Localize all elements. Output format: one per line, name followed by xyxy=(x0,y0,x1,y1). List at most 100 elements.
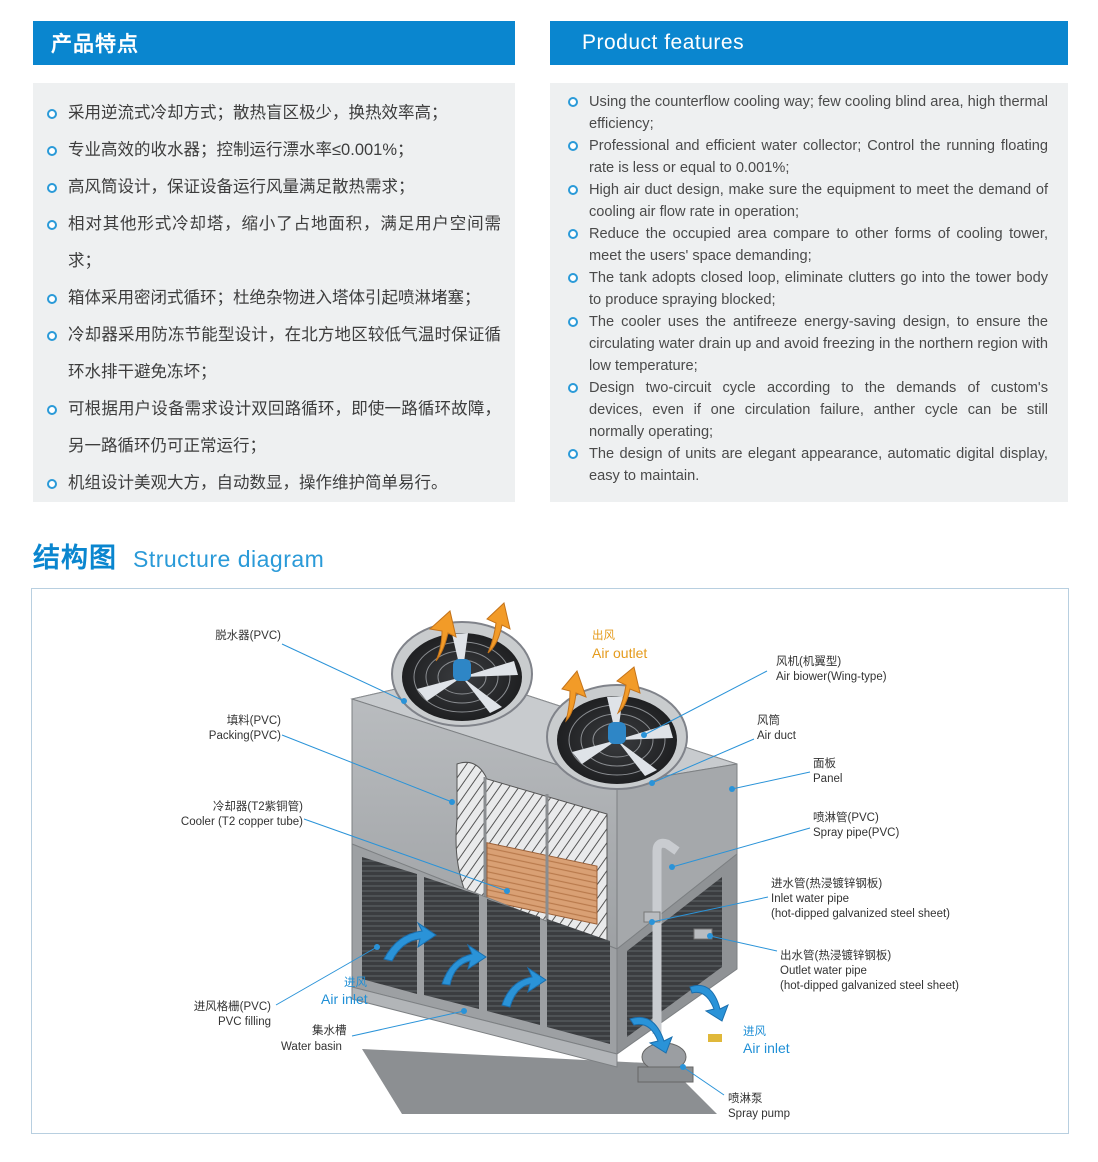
label-spray-en: Spray pipe(PVC) xyxy=(813,827,899,839)
spray-pipe-elbow xyxy=(652,838,680,855)
feature-text: The tank adopts closed loop, eliminate c… xyxy=(589,270,1048,308)
features-cn-header: 产品特点 xyxy=(33,21,515,65)
label-cooler-en: Cooler (T2 copper tube) xyxy=(181,816,303,828)
feature-text: 高风筒设计，保证设备运行风量满足散热需求； xyxy=(68,178,415,196)
feature-text: Using the counterflow cooling way; few c… xyxy=(589,94,1048,132)
bullet-icon xyxy=(47,183,57,193)
label-outlet-pipe-cn: 出水管(热浸镀锌钢板) xyxy=(780,948,891,962)
label-air-inlet2-en: Air inlet xyxy=(743,1040,790,1056)
air-inlet-arrow xyxy=(383,921,437,962)
label-grille-cn: 进风格栅(PVC) xyxy=(194,999,271,1013)
air-outlet-arrow xyxy=(428,610,457,662)
feature-item: 冷却器采用防冻节能型设计，在北方地区较低气温时保证循环水排干避免冻坏； xyxy=(45,317,501,391)
label-air-inlet-cn: 进风 xyxy=(344,976,367,989)
feature-text: The cooler uses the antifreeze energy-sa… xyxy=(589,314,1048,374)
bullet-icon xyxy=(568,449,578,459)
fan-blade xyxy=(417,677,462,701)
fan-blade xyxy=(607,696,623,740)
bullet-icon xyxy=(568,317,578,327)
label-pump-cn: 喷淋泵 xyxy=(728,1092,763,1105)
label-packing-cn: 填料(PVC) xyxy=(227,713,281,727)
air-inlet-arrow xyxy=(501,966,547,1008)
fan-blade xyxy=(462,661,518,677)
air-outlet-arrow xyxy=(561,669,587,723)
feature-item: 采用逆流式冷却方式；散热盲区极少，换热效率高； xyxy=(45,95,501,132)
feature-text: The design of units are elegant appearan… xyxy=(589,446,1048,484)
features-en-panel: Using the counterflow cooling way; few c… xyxy=(550,83,1068,502)
feature-text: 机组设计美观大方，自动数显，操作维护简单易行。 xyxy=(68,474,448,492)
label-panel-cn: 面板 xyxy=(813,756,836,770)
feature-item: 可根据用户设备需求设计双回路循环，即使一路循环故障，另一路循环仍可正常运行； xyxy=(45,391,501,465)
label-outlet-pipe-en: Outlet water pipe xyxy=(780,965,867,977)
base-shadow xyxy=(362,1049,717,1114)
label-air-outlet-cn: 出风 xyxy=(592,628,615,642)
feature-item: The tank adopts closed loop, eliminate c… xyxy=(566,267,1048,311)
feature-text: Reduce the occupied area compare to othe… xyxy=(589,226,1048,264)
feature-text: Design two-circuit cycle according to th… xyxy=(589,380,1048,440)
label-basin-en: Water basin xyxy=(281,1041,342,1053)
feature-text: 可根据用户设备需求设计双回路循环，即使一路循环故障，另一路循环仍可正常运行； xyxy=(68,400,501,455)
label-duct-en: Air duct xyxy=(757,730,797,742)
bullet-icon xyxy=(47,146,57,156)
fan-blade xyxy=(572,740,617,764)
label-inlet-pipe-cn: 进水管(热浸镀锌钢板) xyxy=(771,876,882,890)
label-panel-en: Panel xyxy=(813,773,842,785)
fan-blade xyxy=(462,677,502,713)
bullet-icon xyxy=(47,294,57,304)
fan-motor xyxy=(608,722,626,744)
feature-text: Professional and efficient water collect… xyxy=(589,138,1048,176)
bullet-icon xyxy=(47,109,57,119)
label-air-inlet2-cn: 进风 xyxy=(743,1025,766,1038)
features-cn-title: 产品特点 xyxy=(51,33,139,56)
bullet-icon xyxy=(47,331,57,341)
bullet-icon xyxy=(568,273,578,283)
label-outlet-pipe-note: (hot-dipped galvanized steel sheet) xyxy=(780,980,959,992)
feature-item: The cooler uses the antifreeze energy-sa… xyxy=(566,311,1048,377)
structure-title-cn: 结构图 xyxy=(33,543,117,573)
feature-item: High air duct design, make sure the equi… xyxy=(566,179,1048,223)
feature-text: 相对其他形式冷却塔，缩小了占地面积，满足用户空间需求； xyxy=(68,215,501,270)
feature-item: 专业高效的收水器；控制运行漂水率≤0.001%； xyxy=(45,132,501,169)
bullet-icon xyxy=(568,141,578,151)
feature-item: The design of units are elegant appearan… xyxy=(566,443,1048,487)
bullet-icon xyxy=(47,220,57,230)
structure-diagram-frame: 脱水器(PVC) 填料(PVC) Packing(PVC) 冷却器(T2紫铜管)… xyxy=(31,588,1069,1134)
intake-grille xyxy=(424,877,479,1009)
structure-heading: 结构图 Structure diagram xyxy=(33,536,324,575)
air-inlet-arrow xyxy=(629,1016,673,1054)
air-inlet-arrow xyxy=(441,943,487,986)
cooling-tower-diagram: 脱水器(PVC) 填料(PVC) Packing(PVC) 冷却器(T2紫铜管)… xyxy=(181,602,959,1120)
feature-item: Using the counterflow cooling way; few c… xyxy=(566,91,1048,135)
features-cn-list: 采用逆流式冷却方式；散热盲区极少，换热效率高； 专业高效的收水器；控制运行漂水率≤… xyxy=(45,95,501,502)
feature-text: 采用逆流式冷却方式；散热盲区极少，换热效率高； xyxy=(68,104,448,122)
feature-item: 机组设计美观大方，自动数显，操作维护简单易行。 xyxy=(45,465,501,502)
label-duct-cn: 风筒 xyxy=(757,713,780,727)
features-en-title: Product features xyxy=(582,31,745,54)
feature-item: 相对其他形式冷却塔，缩小了占地面积，满足用户空间需求； xyxy=(45,206,501,280)
label-pump-en: Spray pump xyxy=(728,1108,790,1120)
feature-item: 箱体采用密闭式循环；杜绝杂物进入塔体引起喷淋堵塞； xyxy=(45,280,501,317)
feature-item: Professional and efficient water collect… xyxy=(566,135,1048,179)
fan-blade xyxy=(452,633,468,677)
features-cn-panel: 采用逆流式冷却方式；散热盲区极少，换热效率高； 专业高效的收水器；控制运行漂水率≤… xyxy=(33,83,515,502)
intake-grille xyxy=(547,919,610,1044)
label-air-outlet-en: Air outlet xyxy=(592,645,647,661)
label-inlet-pipe-en: Inlet water pipe xyxy=(771,893,849,905)
label-spray-cn: 喷淋管(PVC) xyxy=(813,810,879,824)
feature-text: 箱体采用密闭式循环；杜绝杂物进入塔体引起喷淋堵塞； xyxy=(68,289,481,307)
water-basin xyxy=(351,986,618,1068)
structure-title-en: Structure diagram xyxy=(133,546,325,572)
label-basin-cn: 集水槽 xyxy=(312,1023,347,1037)
features-en-list: Using the counterflow cooling way; few c… xyxy=(566,91,1048,487)
feature-item: 高风筒设计，保证设备运行风量满足散热需求； xyxy=(45,169,501,206)
fan-motor xyxy=(453,659,471,681)
side-intake-grille xyxy=(627,877,722,1037)
feature-text: 冷却器采用防冻节能型设计，在北方地区较低气温时保证循环水排干避免冻坏； xyxy=(68,326,501,381)
bullet-icon xyxy=(568,229,578,239)
intake-grille xyxy=(362,857,417,994)
feature-text: 专业高效的收水器；控制运行漂水率≤0.001%； xyxy=(68,141,414,159)
bullet-icon xyxy=(568,185,578,195)
label-cooler-cn: 冷却器(T2紫铜管) xyxy=(213,799,303,813)
label-air-inlet-en: Air inlet xyxy=(321,991,368,1007)
bullet-icon xyxy=(47,405,57,415)
